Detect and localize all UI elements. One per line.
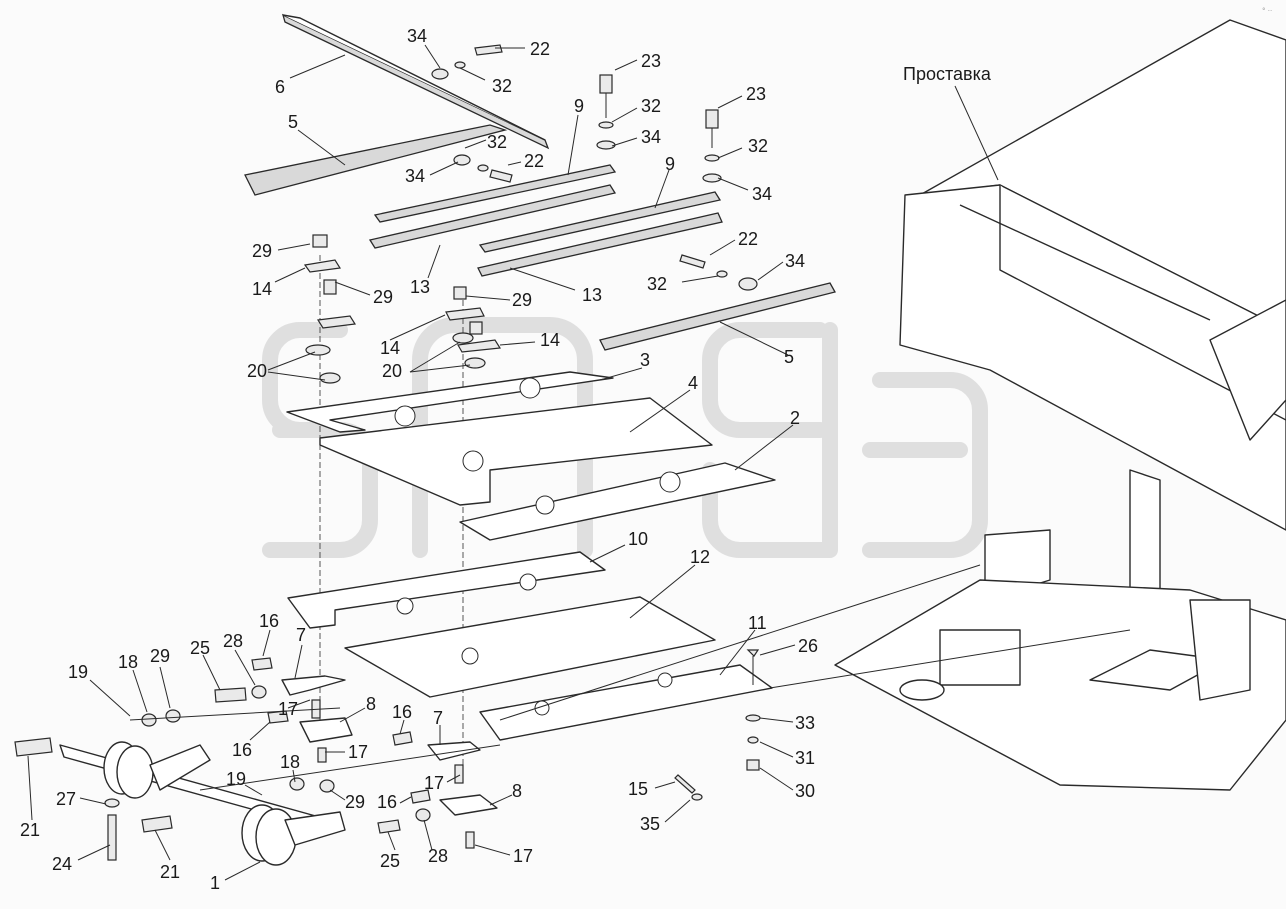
callout-26: 26 — [798, 636, 818, 656]
callout-9: 9 — [665, 154, 675, 174]
callout-8: 8 — [512, 781, 522, 801]
callout-31: 31 — [795, 748, 815, 768]
callout-30: 30 — [795, 781, 815, 801]
shaft-assembly — [14, 737, 346, 866]
callout-14: 14 — [540, 330, 560, 350]
callout-16: 16 — [392, 702, 412, 722]
callout-29: 29 — [150, 646, 170, 666]
callout-16: 16 — [259, 611, 279, 631]
callout-16: 16 — [377, 792, 397, 812]
callout-23: 23 — [746, 84, 766, 104]
callout-24: 24 — [52, 854, 72, 874]
rail-9-b — [478, 191, 722, 253]
callout-13: 13 — [582, 285, 602, 305]
rail-9-a — [373, 164, 617, 223]
callout-32: 32 — [492, 76, 512, 96]
callout-29: 29 — [345, 792, 365, 812]
rail-13-a — [368, 184, 617, 249]
callout-18: 18 — [280, 752, 300, 772]
plate-10 — [287, 551, 606, 629]
callout-2: 2 — [790, 408, 800, 428]
callout-19: 19 — [68, 662, 88, 682]
rail-6 — [281, 13, 550, 150]
callout-34: 34 — [785, 251, 805, 271]
callout-28: 28 — [428, 846, 448, 866]
callout-27: 27 — [56, 789, 76, 809]
hardware-left — [303, 234, 357, 384]
callout-17: 17 — [424, 773, 444, 793]
bolts-top — [431, 44, 761, 801]
callout-32: 32 — [647, 274, 667, 294]
brackets — [141, 657, 498, 849]
callout-35: 35 — [640, 814, 660, 834]
plate-12 — [344, 596, 716, 698]
callout-34: 34 — [405, 166, 425, 186]
callout-17: 17 — [348, 742, 368, 762]
callout-20: 20 — [247, 361, 267, 381]
callout-20: 20 — [382, 361, 402, 381]
svg-text:° ··: ° ·· — [1262, 7, 1272, 15]
callout-29: 29 — [252, 241, 272, 261]
leader-lines — [27, 44, 796, 881]
watermark-logo: TM — [262, 304, 988, 558]
callout-1: 1 — [210, 873, 220, 893]
callout-14: 14 — [252, 279, 272, 299]
callout-22: 22 — [738, 229, 758, 249]
callout-12: 12 — [690, 547, 710, 567]
rail-5-right — [599, 282, 836, 351]
callout-21: 21 — [20, 820, 40, 840]
callout-3: 3 — [640, 350, 650, 370]
callout-21: 21 — [160, 862, 180, 882]
callout-23: 23 — [641, 51, 661, 71]
callouts: 6 34 22 32 23 32 34 9 5 32 22 34 23 32 3… — [20, 26, 818, 893]
callout-34: 34 — [752, 184, 772, 204]
spacer-housing — [834, 19, 1286, 791]
hardware-right — [445, 286, 502, 369]
rail-5-left — [244, 124, 508, 196]
callout-22: 22 — [524, 151, 544, 171]
callout-32: 32 — [641, 96, 661, 116]
callout-5: 5 — [784, 347, 794, 367]
callout-8: 8 — [366, 694, 376, 714]
callout-16: 16 — [232, 740, 252, 760]
callout-15: 15 — [628, 779, 648, 799]
callout-32: 32 — [487, 132, 507, 152]
callout-18: 18 — [118, 652, 138, 672]
callout-5: 5 — [288, 112, 298, 132]
callout-29: 29 — [373, 287, 393, 307]
callout-11: 11 — [748, 613, 767, 633]
callout-22: 22 — [530, 39, 550, 59]
callout-4: 4 — [688, 373, 698, 393]
callout-14: 14 — [380, 338, 400, 358]
callout-9: 9 — [574, 96, 584, 116]
callout-6: 6 — [275, 77, 285, 97]
callout-7: 7 — [296, 625, 306, 645]
plate-4 — [319, 397, 713, 506]
callout-19: 19 — [226, 769, 246, 789]
callout-34: 34 — [407, 26, 427, 46]
spacer-label: Проставка — [903, 64, 992, 84]
rail-13-b — [477, 212, 723, 277]
callout-33: 33 — [795, 713, 815, 733]
callout-32: 32 — [748, 136, 768, 156]
callout-10: 10 — [628, 529, 648, 549]
callout-29: 29 — [512, 290, 532, 310]
callout-13: 13 — [410, 277, 430, 297]
callout-25: 25 — [190, 638, 210, 658]
callout-28: 28 — [223, 631, 243, 651]
callout-34: 34 — [641, 127, 661, 147]
plate-2 — [459, 462, 776, 541]
callout-25: 25 — [380, 851, 400, 871]
callout-17: 17 — [278, 699, 298, 719]
callout-7: 7 — [433, 708, 443, 728]
callout-17: 17 — [513, 846, 533, 866]
